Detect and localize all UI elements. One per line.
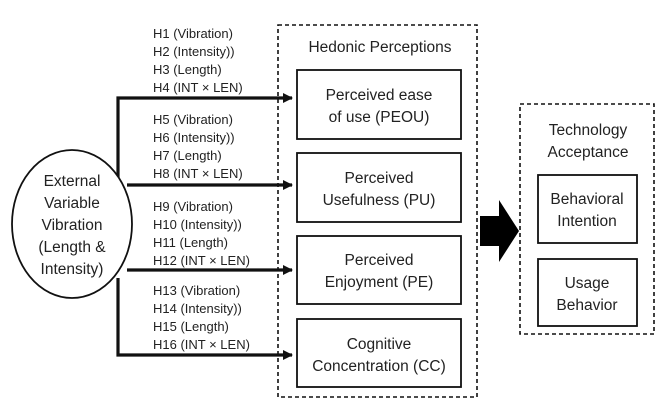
pu-box: Perceived Usefulness (PU) [296, 152, 462, 223]
hypothesis-label: H4 (INT × LEN) [153, 80, 243, 95]
usage-behavior-box: Usage Behavior [537, 258, 638, 327]
technology-acceptance-group [519, 103, 655, 335]
pu-box-line-1: Perceived [345, 170, 414, 187]
hypothesis-label: H5 (Vibration) [153, 112, 233, 127]
hedonic-perceptions-group [277, 24, 478, 398]
cc-box-line-1: Cognitive [347, 336, 412, 353]
pe-box-line-1: Perceived [345, 252, 414, 269]
oval-line-5: Intensity) [41, 261, 104, 278]
peou-box: Perceived ease of use (PEOU) [296, 69, 462, 140]
hypotheses-peou: H1 (Vibration) H2 (Intensity)) H3 (Lengt… [153, 26, 243, 95]
cc-box-line-2: Concentration (CC) [312, 358, 446, 375]
hypothesis-label: H13 (Vibration) [153, 283, 240, 298]
oval-line-3: Vibration [42, 217, 103, 234]
hypothesis-label: H7 (Length) [153, 148, 222, 163]
pe-box-line-2: Enjoyment (PE) [325, 274, 434, 291]
connector-cc [116, 278, 293, 360]
connector-peou [116, 93, 293, 180]
hypothesis-label: H2 (Intensity)) [153, 44, 235, 59]
hypothesis-label: H15 (Length) [153, 319, 229, 334]
usage-behavior-line-1: Usage [565, 275, 610, 292]
hypothesis-label: H1 (Vibration) [153, 26, 233, 41]
block-arrow-icon [480, 200, 519, 262]
technology-acceptance-title-line-2: Acceptance [548, 144, 629, 161]
technology-acceptance-title-line-1: Technology [549, 122, 628, 139]
hypotheses-cc: H13 (Vibration) H14 (Intensity)) H15 (Le… [153, 283, 250, 352]
pe-box: Perceived Enjoyment (PE) [296, 235, 462, 305]
behavioral-intention-line-1: Behavioral [550, 191, 623, 208]
oval-line-1: External [44, 173, 101, 190]
hedonic-perceptions-title: Hedonic Perceptions [308, 39, 451, 56]
hypothesis-label: H3 (Length) [153, 62, 222, 77]
peou-box-line-2: of use (PEOU) [329, 109, 430, 126]
hypothesis-label: H9 (Vibration) [153, 199, 233, 214]
oval-line-2: Variable [44, 195, 100, 212]
hypotheses-pu: H5 (Vibration) H6 (Intensity)) H7 (Lengt… [153, 112, 243, 181]
hypothesis-label: H6 (Intensity)) [153, 130, 235, 145]
hypothesis-label: H10 (Intensity)) [153, 217, 242, 232]
hypothesis-label: H14 (Intensity)) [153, 301, 242, 316]
hypothesis-label: H12 (INT × LEN) [153, 253, 250, 268]
pu-box-line-2: Usefulness (PU) [323, 192, 436, 209]
peou-box-line-1: Perceived ease [326, 87, 433, 104]
external-variable-oval: External Variable Vibration (Length & In… [11, 149, 133, 299]
usage-behavior-line-2: Behavior [556, 297, 617, 314]
hypothesis-label: H11 (Length) [153, 235, 228, 250]
hypotheses-pe: H9 (Vibration) H10 (Intensity)) H11 (Len… [153, 199, 250, 268]
oval-line-4: (Length & [38, 239, 106, 256]
behavioral-intention-box: Behavioral Intention [537, 174, 638, 244]
behavioral-intention-line-2: Intention [557, 213, 616, 230]
hypothesis-label: H8 (INT × LEN) [153, 166, 243, 181]
connectors [116, 93, 293, 360]
cc-box: Cognitive Concentration (CC) [296, 318, 462, 388]
hypothesis-label: H16 (INT × LEN) [153, 337, 250, 352]
